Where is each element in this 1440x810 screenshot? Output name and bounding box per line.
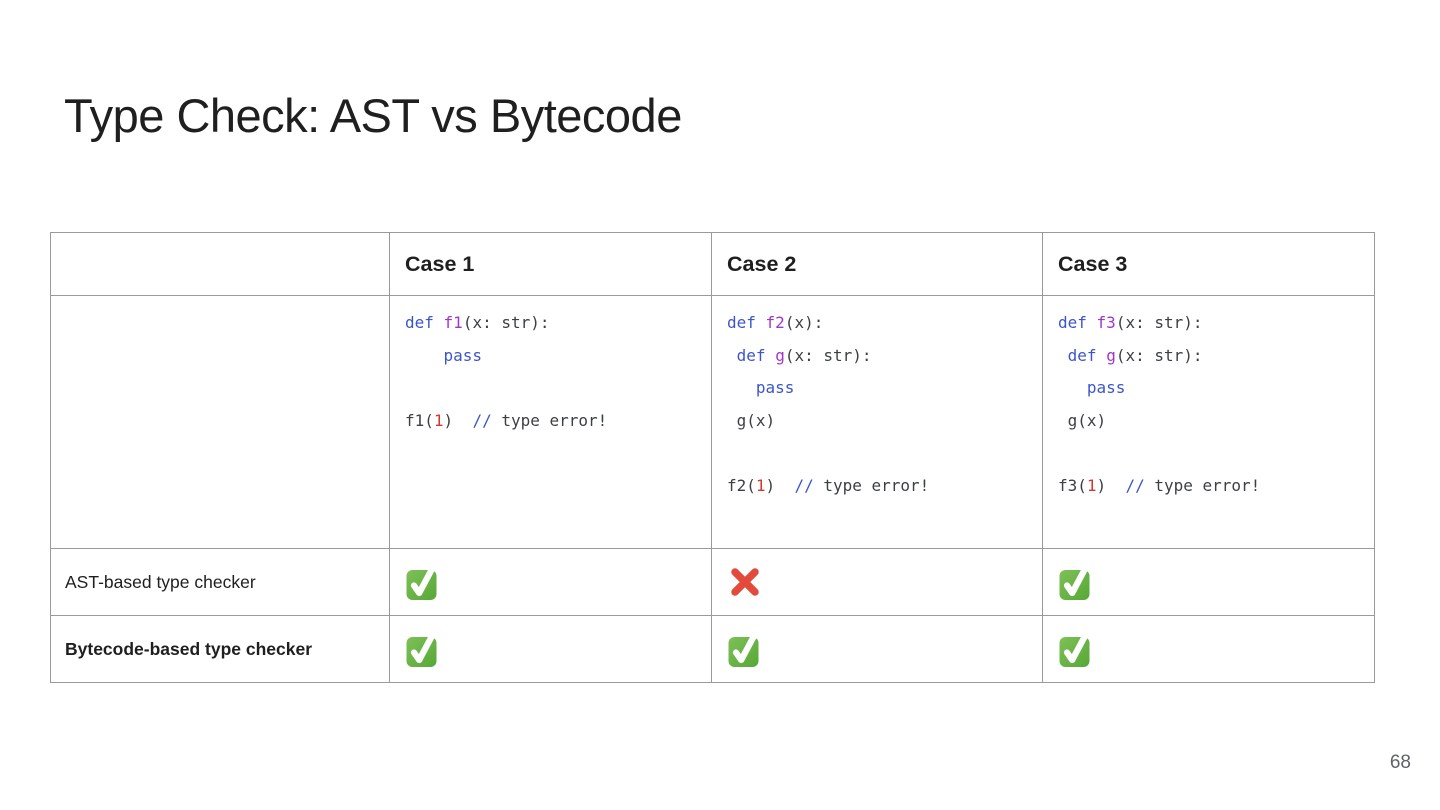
bytecode-case1-result: [389, 615, 712, 683]
check-icon: [1059, 564, 1090, 600]
check-icon: [406, 564, 437, 600]
check-icon: [1059, 631, 1090, 667]
bytecode-case2-result: [711, 615, 1043, 683]
ast-case2-result: [711, 548, 1043, 616]
ast-case3-result: [1042, 548, 1375, 616]
bytecode-checker-row: Bytecode-based type checker: [50, 615, 1375, 683]
corner-cell: [50, 232, 390, 296]
bytecode-checker-label: Bytecode-based type checker: [50, 615, 390, 683]
code-row: def f1(x: str): pass f1(1) // type error…: [50, 295, 1375, 549]
table-header-row: Case 1 Case 2 Case 3: [50, 232, 1375, 296]
bytecode-case3-result: [1042, 615, 1375, 683]
check-icon: [728, 631, 759, 667]
case3-header: Case 3: [1042, 232, 1375, 296]
ast-checker-label: AST-based type checker: [50, 548, 390, 616]
case3-code-block: def f3(x: str): def g(x: str): pass g(x)…: [1058, 313, 1261, 495]
cross-icon: [731, 568, 759, 596]
page-number: 68: [1389, 752, 1411, 773]
case1-code-cell: def f1(x: str): pass f1(1) // type error…: [389, 295, 712, 549]
comparison-table: Case 1 Case 2 Case 3 def f1(x: str): pas…: [50, 232, 1375, 683]
case3-code-cell: def f3(x: str): def g(x: str): pass g(x)…: [1042, 295, 1375, 549]
case1-code-block: def f1(x: str): pass f1(1) // type error…: [405, 313, 608, 430]
case2-code-cell: def f2(x): def g(x: str): pass g(x) f2(1…: [711, 295, 1043, 549]
ast-checker-row: AST-based type checker: [50, 548, 1375, 616]
page-title: Type Check: AST vs Bytecode: [64, 89, 682, 142]
code-row-label-cell: [50, 295, 390, 549]
case2-code-block: def f2(x): def g(x: str): pass g(x) f2(1…: [727, 313, 930, 495]
case1-header: Case 1: [389, 232, 712, 296]
case2-header: Case 2: [711, 232, 1043, 296]
ast-case1-result: [389, 548, 712, 616]
check-icon: [406, 631, 437, 667]
